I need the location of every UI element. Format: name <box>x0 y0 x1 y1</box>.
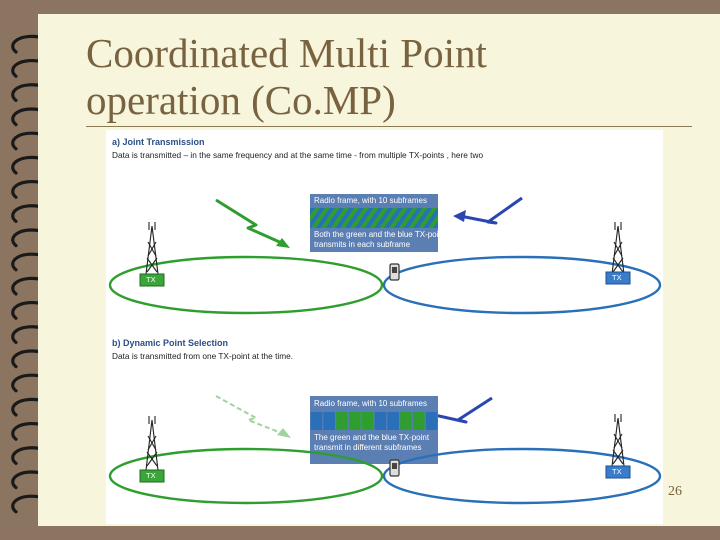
comp-figure: a) Joint Transmission Data is transmitte… <box>106 130 663 524</box>
tx-label-right-a: TX <box>612 273 622 282</box>
title-underline <box>86 126 692 127</box>
tx-label-right-b: TX <box>612 467 622 476</box>
blue-cell-b <box>382 447 662 505</box>
blue-arrowhead-a <box>453 210 466 222</box>
green-arrowhead-a <box>276 238 290 248</box>
tx-box-left-b <box>139 469 165 483</box>
slide-title-line1: Coordinated Multi Point <box>86 30 487 76</box>
tower-left-a <box>145 222 159 275</box>
blue-signal-bolt-b <box>429 396 493 424</box>
caption-a-line1: Both the green and the blue TX-point <box>314 230 446 239</box>
frame-label-a: Radio frame, with 10 subframes <box>314 196 427 205</box>
subframe-block <box>400 412 412 430</box>
radio-frame-a-subframes <box>310 208 438 228</box>
subframe-block <box>374 412 387 430</box>
tx-label-left-b: TX <box>146 471 156 480</box>
frame-label-b: Radio frame, with 10 subframes <box>314 399 427 408</box>
subframe-block <box>387 412 399 430</box>
blue-cell-a <box>382 255 662 315</box>
green-cell-b <box>108 447 384 505</box>
radio-frame-b-subframes <box>310 412 438 430</box>
section-a-description: Data is transmitted – in the same freque… <box>112 150 484 160</box>
slide-title-line2: operation (Co.MP) <box>86 77 396 123</box>
subframe-block <box>361 412 374 430</box>
tx-box-right-a <box>605 271 631 285</box>
tower-right-a <box>611 222 625 275</box>
tx-box-right-b <box>605 465 631 479</box>
comp-diagram <box>108 194 662 505</box>
page-number: 26 <box>668 484 682 499</box>
tx-label-left-a: TX <box>146 275 156 284</box>
section-b-heading: b) Dynamic Point Selection <box>112 338 229 348</box>
section-a-heading: a) Joint Transmission <box>112 137 205 147</box>
subframe-block <box>425 412 438 430</box>
tx-box-left-a <box>139 273 165 287</box>
section-b-description: Data is transmitted from one TX-point at… <box>112 351 294 361</box>
tower-left-b <box>145 416 159 471</box>
subframe-block <box>349 412 361 430</box>
green-signal-bolt-b <box>215 395 285 435</box>
slide-title: Coordinated Multi Point operation (Co.MP… <box>86 30 686 124</box>
caption-b-line2: transmit in different subframes <box>314 443 422 452</box>
subframe-block <box>413 412 425 430</box>
subframe-block <box>310 412 323 430</box>
subframe-block <box>323 412 335 430</box>
caption-b-line1: The green and the blue TX-point <box>314 433 430 442</box>
subframe-block <box>336 412 348 430</box>
green-cell-a <box>108 255 384 315</box>
green-arrowhead-b <box>277 428 291 438</box>
blue-signal-bolt-a <box>459 196 523 225</box>
tower-right-b <box>611 414 625 467</box>
green-signal-bolt-a <box>215 198 285 246</box>
caption-a-line2: transmits in each subframe <box>314 240 411 249</box>
